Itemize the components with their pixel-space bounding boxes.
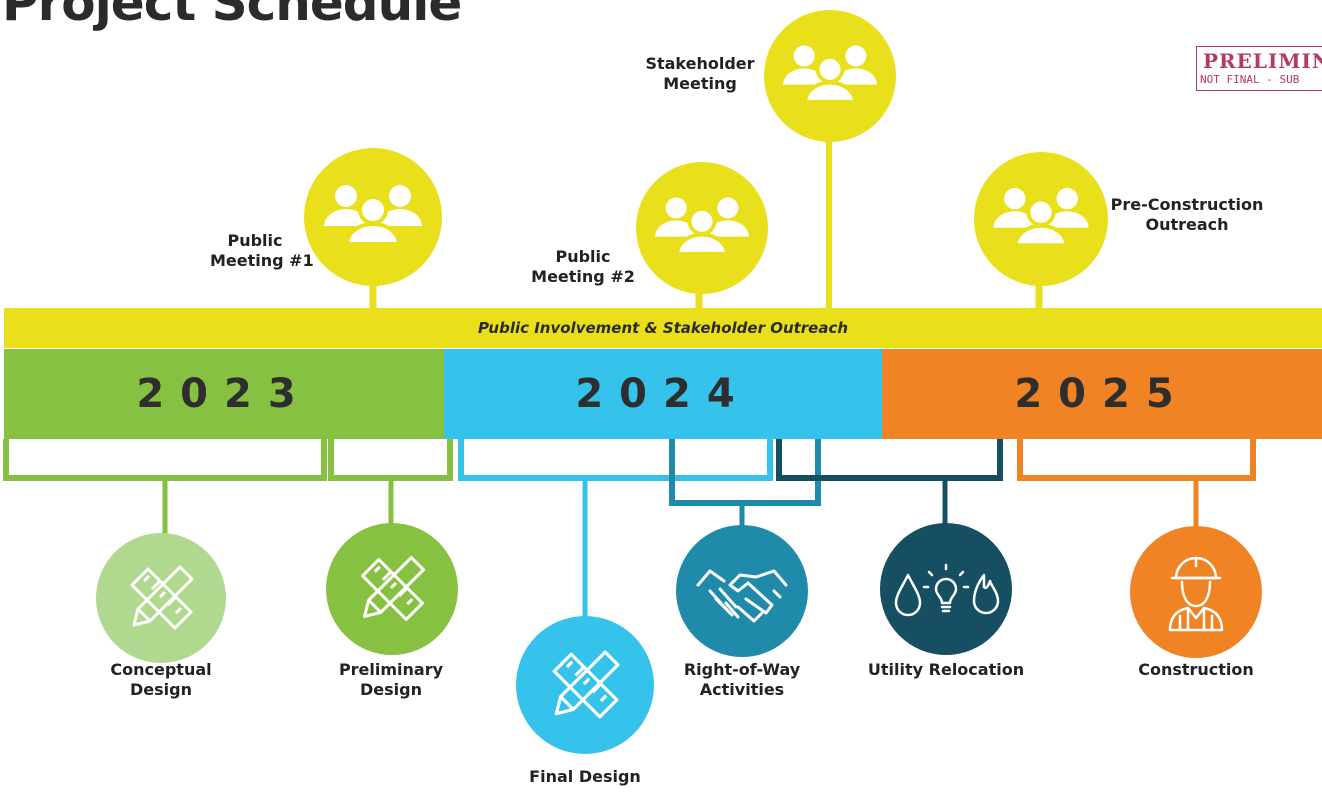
people-group-icon (783, 45, 877, 104)
people-group-icon (993, 187, 1089, 248)
year-2023-label: 2023 (136, 371, 312, 417)
page-title: Project Schedule (2, 0, 462, 32)
construction-worker-icon (1168, 556, 1224, 632)
outreach-band: Public Involvement & Stakeholder Outreac… (4, 308, 1322, 348)
handshake-icon (696, 569, 788, 623)
construction-circle (1130, 526, 1262, 658)
year-2023-band: 2023 (4, 349, 444, 439)
construction-label: Construction (1138, 660, 1254, 679)
utilities-icon (894, 563, 1000, 617)
year-2024-band: 2024 (444, 349, 882, 439)
stakeholder-meeting-circle (764, 10, 896, 142)
pre-construction-outreach-circle (974, 152, 1108, 286)
stamp-line-1: PRELIMINA (1203, 49, 1322, 73)
preliminary-design-circle (326, 523, 458, 655)
people-group-icon (655, 197, 749, 256)
public-meeting-2-circle (636, 162, 768, 294)
final-design-circle (516, 616, 654, 754)
ruler-pencil-icon (552, 650, 620, 719)
stamp-line-2: NOT FINAL - SUB (1200, 73, 1300, 86)
conceptual-design-circle (96, 533, 226, 663)
year-2024-label: 2024 (575, 371, 751, 417)
preliminary-stamp: PRELIMINA NOT FINAL - SUB (1196, 46, 1322, 91)
year-2025-label: 2025 (1014, 371, 1190, 417)
right-of-way-circle (676, 525, 808, 657)
ruler-pencil-icon (361, 556, 425, 621)
ruler-pencil-icon (130, 565, 194, 630)
utility-relocation-circle (880, 523, 1012, 655)
outreach-band-label: Public Involvement & Stakeholder Outreac… (477, 319, 849, 337)
public-meeting-1-circle (304, 148, 442, 286)
people-group-icon (324, 185, 422, 246)
year-2025-band: 2025 (882, 349, 1322, 439)
utility-relocation-label: Utility Relocation (867, 660, 1025, 679)
final-design-label: Final Design (529, 767, 641, 786)
